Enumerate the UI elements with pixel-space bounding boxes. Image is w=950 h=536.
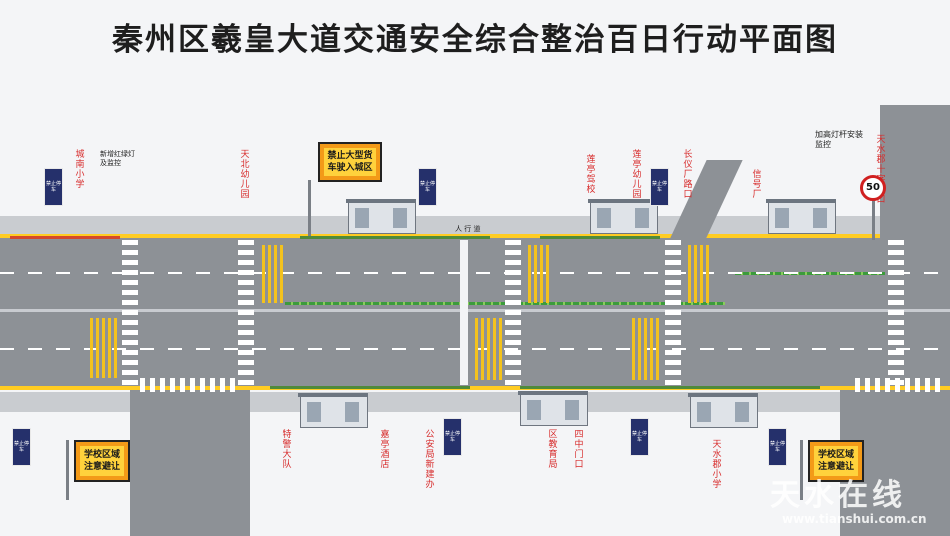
no-parking-sign: 禁止停车 bbox=[12, 428, 31, 466]
no-trucks-line2: 车驶入城区 bbox=[327, 163, 373, 173]
yellow-hatch bbox=[632, 318, 660, 380]
no-parking-sign: 禁止停车 bbox=[650, 168, 669, 206]
yellow-hatch bbox=[475, 318, 503, 380]
no-parking-sign: 禁止停车 bbox=[418, 168, 437, 206]
school-zone-line1: 学校区域 bbox=[83, 450, 120, 460]
flowerbed bbox=[540, 236, 660, 239]
label-sidewalk: 人 行 道 bbox=[455, 225, 481, 233]
label-tianshuijun-primary: 天水郡小学 bbox=[712, 440, 722, 490]
south-curb bbox=[0, 386, 950, 390]
no-parking-sign: 禁止停车 bbox=[630, 418, 649, 456]
south-crossroad-west bbox=[130, 390, 250, 536]
yellow-hatch bbox=[528, 245, 550, 303]
crosswalk bbox=[888, 240, 904, 385]
yellow-hatch bbox=[688, 245, 712, 303]
flowerbed bbox=[520, 386, 820, 389]
label-new-light: 新增红绿灯及监控 bbox=[100, 150, 135, 167]
flowerbed bbox=[300, 236, 490, 239]
sign-pole bbox=[800, 440, 803, 500]
no-parking-sign: 禁止停车 bbox=[44, 168, 63, 206]
sign-pole bbox=[66, 440, 69, 500]
label-changyi-factory: 长仪厂路口 bbox=[683, 150, 693, 200]
median-cut bbox=[460, 240, 468, 385]
yellow-hatch bbox=[262, 245, 286, 303]
no-parking-sign: 禁止停车 bbox=[768, 428, 787, 466]
crosswalk bbox=[665, 240, 681, 385]
label-traffic-police: 特警大队 bbox=[282, 430, 292, 470]
north-crossroad-east bbox=[880, 105, 950, 240]
crosswalk bbox=[855, 378, 945, 392]
crosswalk bbox=[140, 378, 240, 392]
bus-shelter bbox=[346, 199, 416, 234]
school-zone-line2: 注意避让 bbox=[817, 462, 854, 472]
flowerbed bbox=[270, 386, 470, 389]
no-parking-sign: 禁止停车 bbox=[443, 418, 462, 456]
bus-shelter bbox=[518, 391, 588, 426]
watermark-brand: 天水在线 bbox=[770, 478, 906, 513]
no-trucks-line1: 禁止大型货 bbox=[327, 151, 373, 161]
lane-line bbox=[0, 272, 950, 274]
flowerbed bbox=[10, 236, 120, 239]
label-education-bureau: 区教育局 bbox=[548, 430, 558, 470]
school-zone-sign: 学校区域 注意避让 bbox=[808, 440, 864, 482]
median-strip bbox=[0, 309, 950, 312]
no-trucks-sign: 禁止大型货 车驶入城区 bbox=[318, 142, 382, 182]
yellow-hatch bbox=[90, 318, 118, 378]
sign-pole bbox=[308, 180, 311, 236]
school-zone-line1: 学校区域 bbox=[817, 450, 854, 460]
bus-shelter bbox=[688, 393, 758, 428]
school-zone-sign: 学校区域 注意避让 bbox=[74, 440, 130, 482]
speed-limit-sign: 50 bbox=[860, 175, 886, 201]
label-police-new-office: 公安局新建办 bbox=[425, 430, 435, 490]
speed-sign-pole bbox=[872, 200, 875, 240]
bus-shelter bbox=[298, 393, 368, 428]
label-four-middle-gate: 四中门口 bbox=[574, 430, 584, 470]
label-raise-pole: 加高灯杆安装监控 bbox=[815, 130, 863, 149]
bus-shelter bbox=[766, 199, 836, 234]
watermark-url: www.tianshui.com.cn bbox=[782, 512, 927, 526]
label-lianting-kindergarten: 莲亭幼儿园 bbox=[632, 150, 642, 200]
crosswalk bbox=[122, 240, 138, 385]
label-jiating-hotel: 嘉亭酒店 bbox=[380, 430, 390, 470]
label-xinhao-factory: 信号厂 bbox=[752, 170, 762, 200]
bus-shelter bbox=[588, 199, 658, 234]
map-title: 秦州区羲皇大道交通安全综合整治百日行动平面图 bbox=[112, 22, 838, 58]
school-zone-line2: 注意避让 bbox=[83, 462, 120, 472]
label-tianbei-kindergarten: 天北幼儿园 bbox=[240, 150, 250, 200]
label-chengnan-school: 城南小学 bbox=[75, 150, 85, 190]
crosswalk bbox=[505, 240, 521, 385]
crosswalk bbox=[238, 240, 254, 385]
label-lianting-school: 莲亭驾校 bbox=[586, 155, 596, 195]
